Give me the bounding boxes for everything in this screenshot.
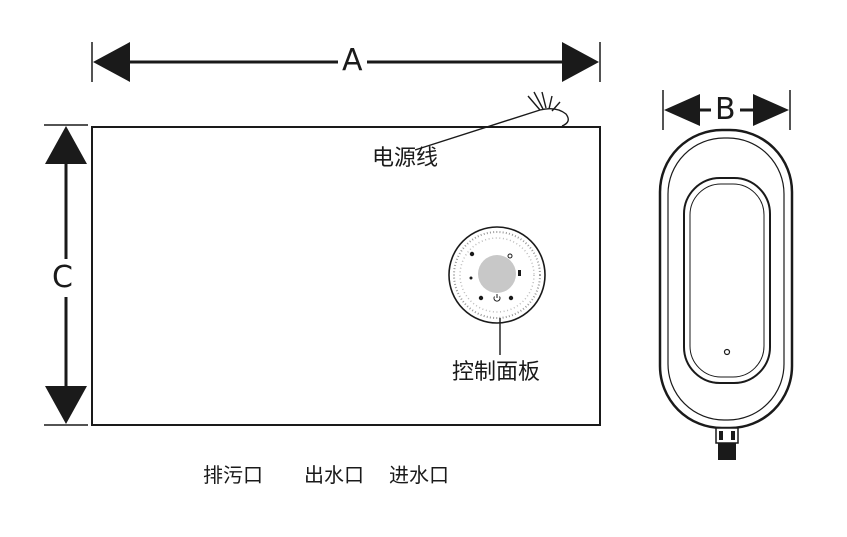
pipe-fitting-icon — [715, 427, 739, 460]
dimension-b-label: B — [711, 95, 740, 125]
drain-port-label: 排污口 — [203, 463, 263, 487]
dimension-c-label: C — [52, 259, 73, 297]
arrow-head-icon — [753, 94, 789, 126]
arrow-head-icon — [45, 126, 87, 164]
heater-side-body — [658, 128, 794, 430]
power-cord-label: 电源线 — [372, 146, 439, 171]
water-outlet-label: 出水口 — [304, 463, 364, 487]
water-inlet-label: 进水口 — [389, 463, 449, 487]
control-panel-icon — [448, 226, 546, 324]
arrow-head-icon — [664, 94, 700, 126]
power-symbol-icon — [493, 294, 501, 302]
arrow-head-icon — [93, 42, 130, 82]
control-knob — [478, 255, 516, 293]
indicator-dot-icon — [723, 348, 731, 356]
arrow-head-icon — [45, 386, 87, 424]
dimension-a-label: A — [338, 46, 367, 76]
control-panel-label: 控制面板 — [452, 360, 541, 385]
arrow-head-icon — [562, 42, 599, 82]
power-cord-icon — [414, 91, 569, 151]
dimension-c — [44, 124, 88, 426]
